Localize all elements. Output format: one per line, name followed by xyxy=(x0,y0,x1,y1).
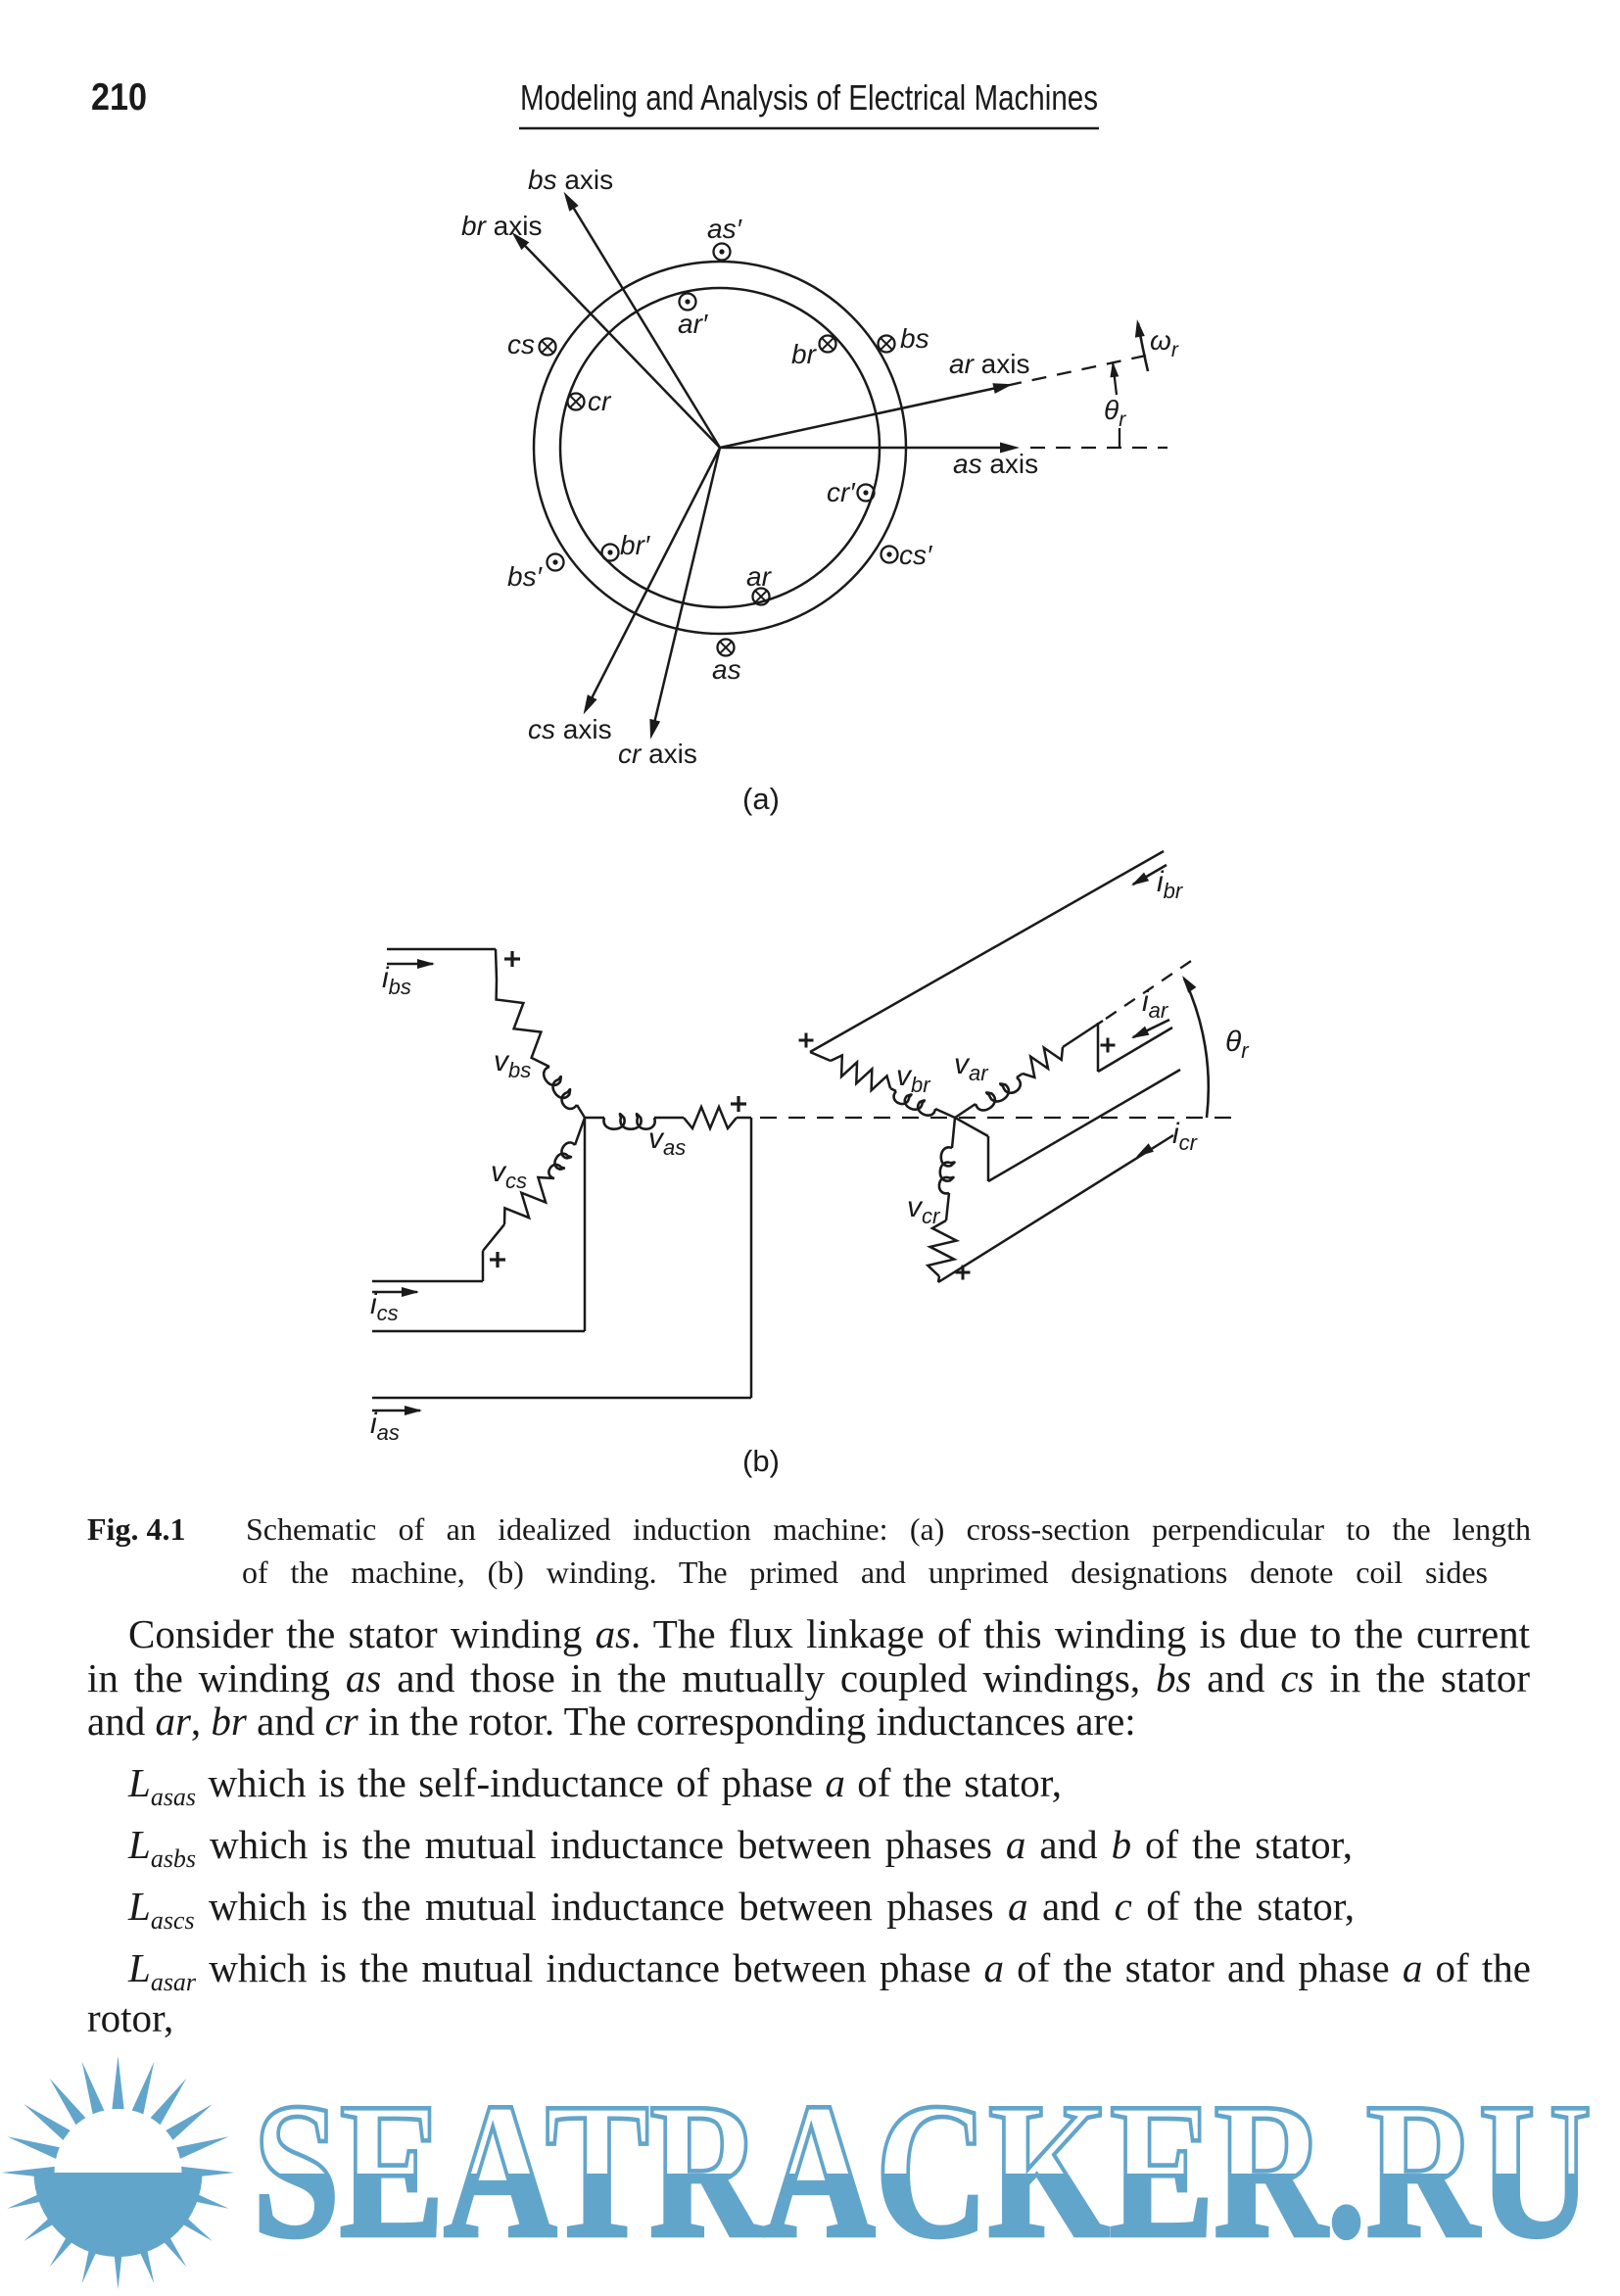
svg-text:and ar, br and cr in the rotor: and ar, br and cr in the rotor. The corr… xyxy=(87,1698,1136,1744)
svg-text:ar: ar xyxy=(746,561,773,592)
svg-text:as′: as′ xyxy=(707,214,743,244)
svg-text:cs: cs xyxy=(507,329,535,359)
svg-text:as axis: as axis xyxy=(953,449,1038,479)
svg-text:ar′: ar′ xyxy=(678,309,709,339)
svg-text:ar axis: ar axis xyxy=(949,349,1029,379)
svg-text:br: br xyxy=(791,339,818,369)
svg-text:Lasbs which is the mutual indu: Lasbs which is the mutual inductance bet… xyxy=(127,1822,1353,1873)
svg-text:(a): (a) xyxy=(742,782,780,816)
svg-text:(b): (b) xyxy=(742,1444,780,1478)
svg-text:Lasas which is the self-induct: Lasas which is the self-inductance of ph… xyxy=(127,1760,1062,1811)
svg-text:Lasar which is the mutual indu: Lasar which is the mutual inductance bet… xyxy=(127,1945,1531,1996)
svg-text:vbr: vbr xyxy=(896,1060,931,1097)
svg-text:in the winding as and those in: in the winding as and those in the mutua… xyxy=(87,1655,1530,1700)
svg-text:Consider the stator winding as: Consider the stator winding as. The flux… xyxy=(128,1611,1531,1656)
svg-text:cr′: cr′ xyxy=(827,477,856,507)
svg-text:cs axis: cs axis xyxy=(528,714,612,744)
svg-text:210: 210 xyxy=(91,76,147,119)
svg-text:SEATRACKER.RU: SEATRACKER.RU xyxy=(253,2063,1592,2277)
svg-text:SEATRACKER.RU: SEATRACKER.RU xyxy=(253,2063,1592,2277)
svg-text:cs′: cs′ xyxy=(899,540,933,570)
svg-text:br axis: br axis xyxy=(461,211,542,241)
svg-text:of the machine, (b) winding. T: of the machine, (b) winding. The primed … xyxy=(242,1555,1488,1590)
svg-text:bs axis: bs axis xyxy=(528,165,613,195)
svg-text:cr: cr xyxy=(588,386,612,416)
svg-text:br′: br′ xyxy=(620,530,651,560)
svg-text:as: as xyxy=(712,654,741,685)
svg-text:Modeling and Analysis of Elect: Modeling and Analysis of Electrical Mach… xyxy=(520,77,1098,118)
svg-text:bs: bs xyxy=(900,323,929,354)
svg-text:rotor,: rotor, xyxy=(87,1995,173,2040)
svg-text:Lascs which is the mutual indu: Lascs which is the mutual inductance bet… xyxy=(127,1884,1355,1935)
svg-text:Schematic of an idealized indu: Schematic of an idealized induction mach… xyxy=(246,1511,1531,1547)
svg-text:bs′: bs′ xyxy=(507,561,544,592)
svg-text:Fig. 4.1: Fig. 4.1 xyxy=(87,1511,185,1547)
svg-text:cr axis: cr axis xyxy=(618,739,697,769)
